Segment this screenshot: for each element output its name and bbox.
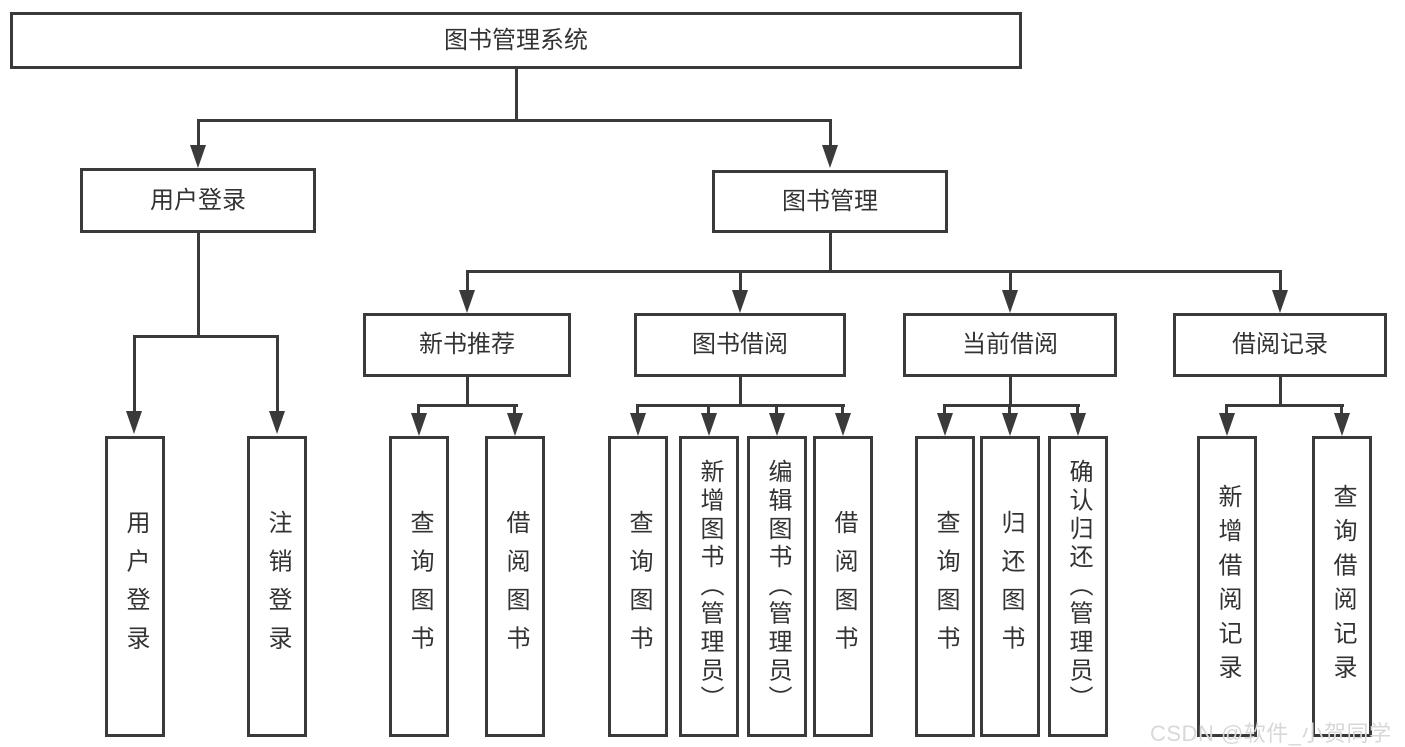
leaf-edit-book-admin: 编辑图书（管理员） bbox=[747, 436, 807, 737]
arrow-to-leaf-borrow-books-1 bbox=[507, 413, 523, 436]
connector-stem-leaf bbox=[513, 406, 516, 415]
node-current-borrow: 当前借阅 bbox=[903, 313, 1117, 377]
connector-stem-leaf-logout bbox=[276, 337, 279, 413]
connector-stem-leaf bbox=[1076, 406, 1079, 415]
arrow-to-leaf-add-book bbox=[701, 413, 717, 436]
arrow-to-leaf-query-record bbox=[1334, 413, 1350, 436]
connector-bookborrow-rail bbox=[636, 404, 845, 407]
node-borrow-records: 借阅记录 bbox=[1173, 313, 1387, 377]
arrow-to-current-borrow bbox=[1002, 290, 1018, 313]
connector-stem-leaf bbox=[1340, 406, 1343, 415]
connector-stem-current-borrow bbox=[1009, 272, 1012, 292]
arrow-to-borrow-records bbox=[1272, 290, 1288, 313]
leaf-confirm-return-admin: 确认归还（管理员） bbox=[1048, 436, 1108, 737]
connector-records-rail bbox=[1225, 404, 1344, 407]
node-root: 图书管理系统 bbox=[10, 12, 1022, 69]
connector-stem-leaf bbox=[1225, 406, 1228, 415]
csdn-watermark: CSDN @软件_小贺同学 bbox=[1150, 721, 1392, 746]
connector-user-rail bbox=[133, 335, 279, 338]
node-new-books: 新书推荐 bbox=[363, 313, 571, 377]
connector-stem-leaf bbox=[943, 406, 946, 415]
arrow-to-leaf-edit-book bbox=[769, 413, 785, 436]
arrow-to-leaf-query-books-1 bbox=[411, 413, 427, 436]
connector-root-rail bbox=[197, 119, 832, 122]
leaf-query-borrow-record: 查询借阅记录 bbox=[1312, 436, 1372, 737]
leaf-query-books-2: 查询图书 bbox=[608, 436, 668, 737]
connector-stem-leaf bbox=[417, 406, 420, 415]
node-user-login-branch: 用户登录 bbox=[80, 168, 316, 233]
connector-stem-borrow-records bbox=[1279, 272, 1282, 292]
connector-user-trunk bbox=[197, 233, 200, 337]
node-book-mgmt-branch: 图书管理 bbox=[712, 170, 948, 233]
leaf-return-book: 归还图书 bbox=[980, 436, 1040, 737]
connector-currentborrow-rail bbox=[943, 404, 1080, 407]
arrow-to-user-login bbox=[190, 145, 206, 168]
connector-stem-leaf-user-login bbox=[133, 337, 136, 413]
arrow-to-leaf-logout bbox=[269, 411, 285, 434]
node-book-borrow: 图书借阅 bbox=[634, 313, 846, 377]
connector-currentborrow-trunk bbox=[1009, 377, 1012, 406]
connector-stem-leaf bbox=[841, 406, 844, 415]
leaf-borrow-books-2: 借阅图书 bbox=[813, 436, 873, 737]
leaf-logout: 注销登录 bbox=[247, 436, 307, 737]
connector-stem-leaf bbox=[636, 406, 639, 415]
leaf-borrow-books-1: 借阅图书 bbox=[485, 436, 545, 737]
connector-records-trunk bbox=[1279, 377, 1282, 406]
connector-stem-book-borrow bbox=[739, 272, 742, 292]
arrow-to-new-books bbox=[459, 290, 475, 313]
arrow-to-book-mgmt bbox=[822, 145, 838, 168]
connector-mgmt-rail bbox=[466, 270, 1282, 273]
connector-stem-book-mgmt bbox=[829, 121, 832, 147]
connector-newbooks-trunk bbox=[466, 377, 469, 406]
arrow-to-leaf-return-book bbox=[1002, 413, 1018, 436]
connector-mgmt-trunk bbox=[829, 233, 832, 272]
leaf-query-books-1: 查询图书 bbox=[389, 436, 449, 737]
arrow-to-book-borrow bbox=[732, 290, 748, 313]
connector-stem-user-login bbox=[197, 121, 200, 147]
arrow-to-leaf-user-login bbox=[126, 411, 142, 434]
connector-stem-leaf bbox=[707, 406, 710, 415]
connector-stem-leaf bbox=[1008, 406, 1011, 415]
leaf-query-books-3: 查询图书 bbox=[915, 436, 975, 737]
leaf-add-book-admin: 新增图书（管理员） bbox=[679, 436, 739, 737]
connector-bookborrow-trunk bbox=[739, 377, 742, 406]
arrow-to-leaf-confirm-return bbox=[1070, 413, 1086, 436]
arrow-to-leaf-add-record bbox=[1219, 413, 1235, 436]
arrow-to-leaf-query-books-2 bbox=[630, 413, 646, 436]
leaf-add-borrow-record: 新增借阅记录 bbox=[1197, 436, 1257, 737]
arrow-to-leaf-query-books-3 bbox=[937, 413, 953, 436]
connector-root-trunk bbox=[515, 68, 518, 121]
arrow-to-leaf-borrow-books-2 bbox=[835, 413, 851, 436]
connector-stem-leaf bbox=[775, 406, 778, 415]
leaf-user-login: 用户登录 bbox=[105, 436, 165, 737]
connector-newbooks-rail bbox=[417, 404, 518, 407]
connector-stem-new-books bbox=[466, 272, 469, 292]
